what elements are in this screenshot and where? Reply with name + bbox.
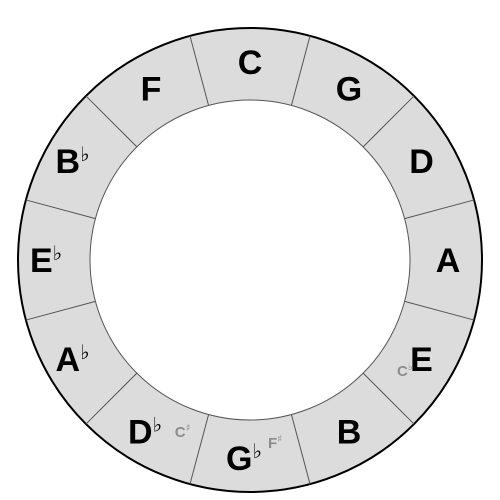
flat-sign: ♭	[80, 142, 89, 166]
key-segment: E	[410, 341, 433, 379]
key-segment: A	[436, 242, 461, 280]
segment-divider	[404, 300, 475, 321]
segment-divider	[25, 300, 96, 321]
segment-divider	[85, 95, 138, 148]
segment-divider	[189, 414, 210, 485]
segment-divider	[25, 199, 96, 220]
segment-divider	[189, 35, 210, 106]
flat-sign: ♭	[80, 340, 89, 364]
key-label: E	[410, 341, 433, 379]
key-label: G	[336, 71, 362, 109]
key-label: F	[141, 71, 162, 109]
segment-divider	[290, 414, 311, 485]
key-label: B	[337, 413, 362, 451]
key-segment: D	[409, 143, 434, 181]
accidental-sign: ♯	[277, 434, 282, 445]
key-segment: G	[336, 71, 362, 109]
segment-divider	[362, 372, 415, 425]
key-label: D	[409, 143, 434, 181]
inner-circle	[89, 99, 411, 421]
flat-sign: ♭	[153, 412, 162, 436]
segment-divider	[85, 372, 138, 425]
segment-divider	[404, 199, 475, 220]
accidental-sign: ♯	[186, 423, 191, 434]
segment-divider	[362, 95, 415, 148]
key-label: A	[436, 242, 461, 280]
accidental-sign: ♭	[408, 362, 413, 373]
key-segment: C	[238, 44, 263, 82]
segment-dividers	[25, 35, 475, 485]
key-segment: BC♭	[337, 362, 413, 452]
flat-sign: ♭	[253, 439, 262, 463]
key-segment: F	[141, 71, 162, 109]
key-label: C	[238, 44, 263, 82]
segment-divider	[290, 35, 311, 106]
flat-sign: ♭	[53, 241, 62, 265]
